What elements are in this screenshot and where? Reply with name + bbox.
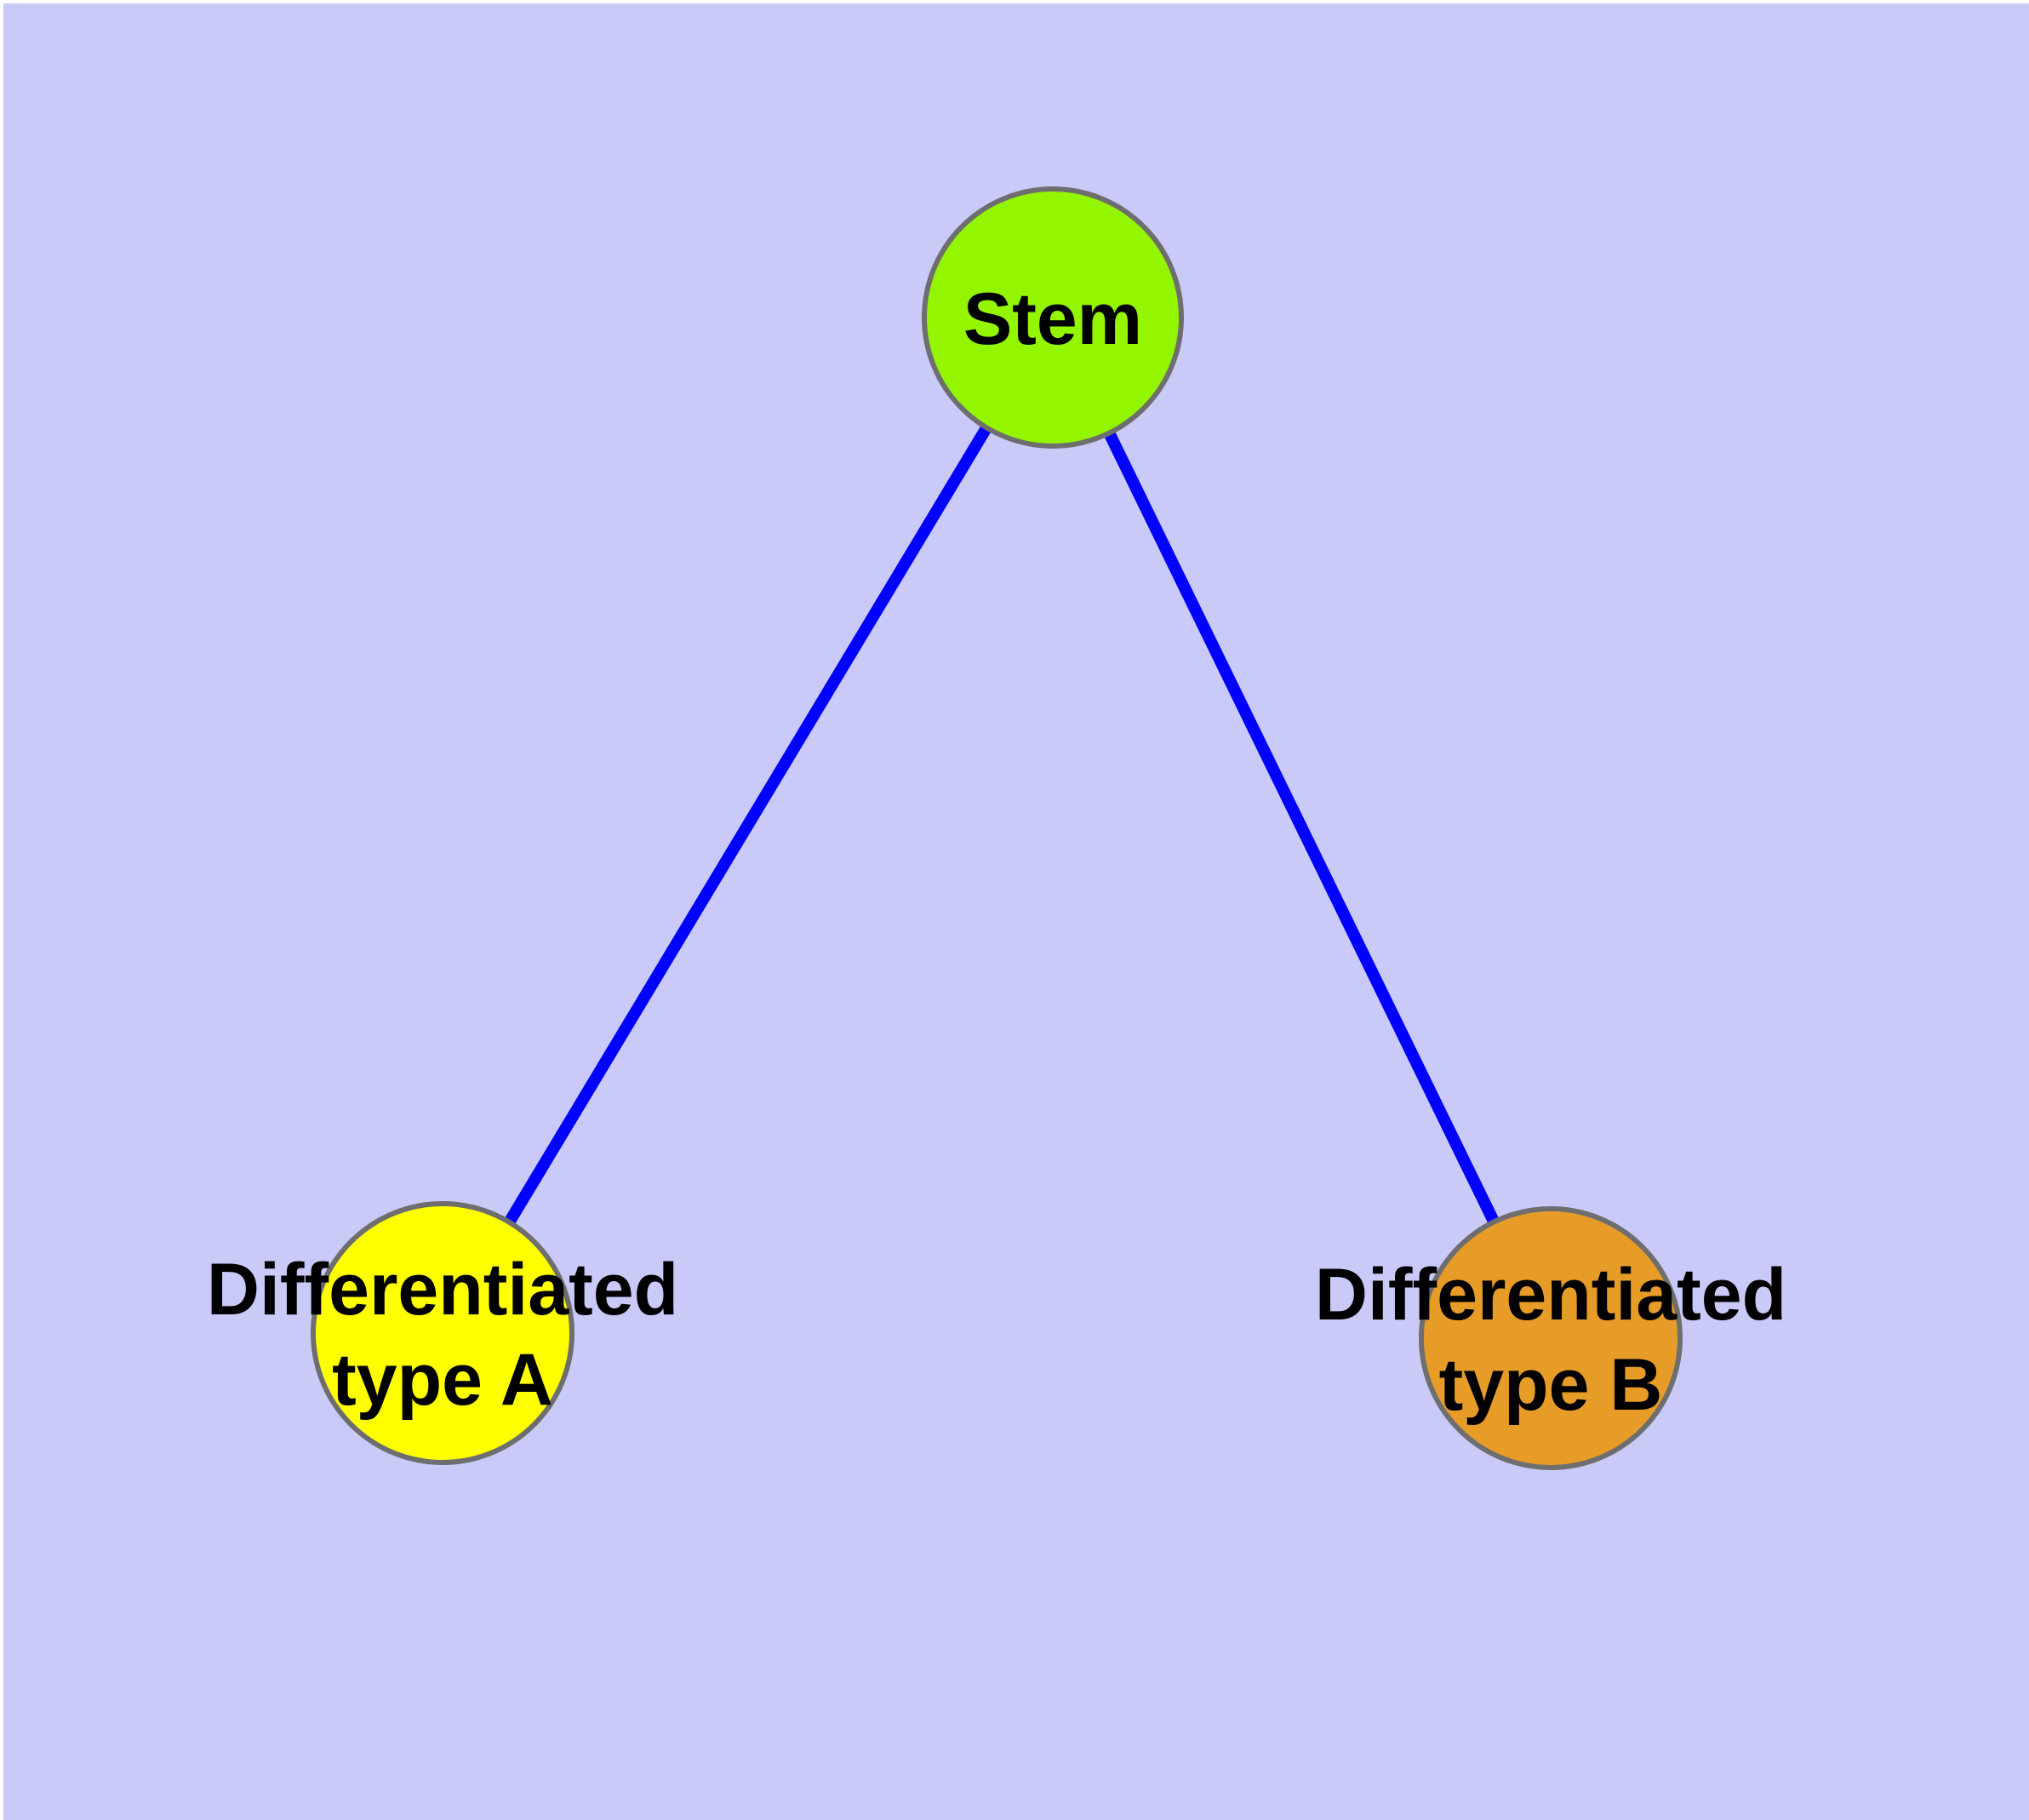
node-label-differentiated-type-a-line2: type A: [332, 1339, 553, 1421]
node-label-differentiated-type-a-line1: Differentiated: [207, 1249, 678, 1331]
node-stem: Stem: [922, 186, 1184, 449]
edge-stem-to-differentiated-type-a: [437, 314, 1058, 1336]
node-circle-stem: [922, 186, 1184, 449]
node-circle-differentiated-type-b: [1419, 1206, 1683, 1470]
edges-layer: [437, 314, 1557, 1342]
node-label-differentiated-type-b-line2: type B: [1439, 1344, 1663, 1426]
node-circle-differentiated-type-a: [311, 1201, 574, 1465]
node-label-differentiated-type-b-line1: Differentiated: [1315, 1254, 1786, 1336]
edge-stem-to-differentiated-type-b: [1047, 314, 1557, 1342]
node-label-stem-line1: Stem: [963, 278, 1142, 360]
